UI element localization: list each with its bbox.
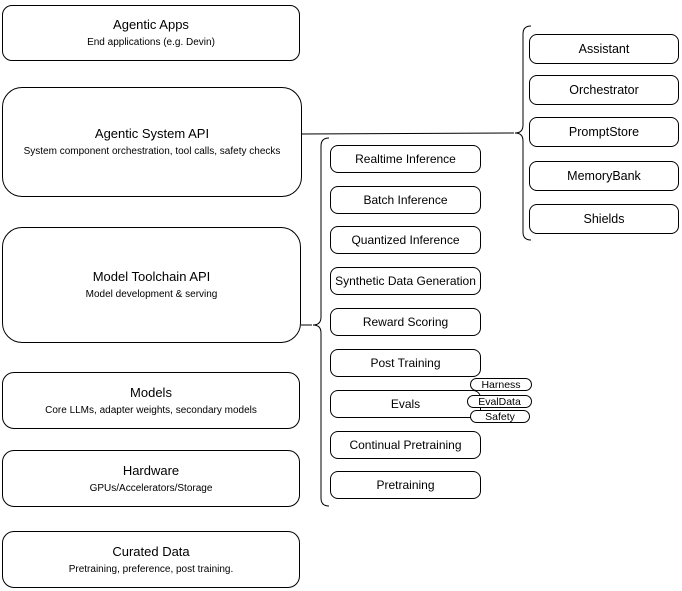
node-post-training: Post Training bbox=[330, 349, 481, 377]
node-hardware: Hardware GPUs/Accelerators/Storage bbox=[2, 450, 300, 507]
node-shields: Shields bbox=[529, 204, 679, 234]
node-memorybank: MemoryBank bbox=[529, 161, 679, 191]
tag-evaldata: EvalData bbox=[467, 395, 532, 408]
node-assistant: Assistant bbox=[529, 34, 679, 64]
node-title: Hardware bbox=[122, 462, 180, 478]
node-evals: Evals bbox=[330, 390, 481, 418]
node-batch-inference: Batch Inference bbox=[330, 186, 481, 214]
node-subtitle: Pretraining, preference, post training. bbox=[68, 563, 234, 575]
node-realtime-inference: Realtime Inference bbox=[330, 145, 481, 173]
node-model-toolchain-api: Model Toolchain API Model development & … bbox=[2, 227, 301, 343]
node-subtitle: Core LLMs, adapter weights, secondary mo… bbox=[45, 404, 257, 416]
node-agentic-system-api: Agentic System API System component orch… bbox=[2, 87, 302, 197]
node-subtitle: GPUs/Accelerators/Storage bbox=[89, 482, 213, 494]
node-curated-data: Curated Data Pretraining, preference, po… bbox=[2, 531, 300, 588]
node-title: Model Toolchain API bbox=[92, 269, 211, 284]
node-subtitle: Model development & serving bbox=[85, 289, 218, 300]
node-reward-scoring: Reward Scoring bbox=[330, 308, 481, 336]
node-title: Curated Data bbox=[112, 543, 190, 559]
toolchain-group-brace bbox=[312, 137, 330, 507]
node-models: Models Core LLMs, adapter weights, secon… bbox=[2, 372, 300, 429]
node-quantized-inference: Quantized Inference bbox=[330, 226, 481, 254]
node-promptstore: PromptStore bbox=[529, 117, 679, 147]
node-subtitle: System component orchestration, tool cal… bbox=[23, 146, 281, 157]
node-pretraining: Pretraining bbox=[330, 471, 481, 499]
tag-harness: Harness bbox=[470, 378, 532, 391]
node-title: Agentic System API bbox=[94, 126, 210, 141]
node-title: Models bbox=[130, 384, 172, 400]
node-subtitle: End applications (e.g. Devin) bbox=[87, 37, 215, 48]
node-synthetic-data-generation: Synthetic Data Generation bbox=[330, 267, 481, 295]
node-agentic-apps: Agentic Apps End applications (e.g. Devi… bbox=[2, 5, 300, 61]
tag-safety: Safety bbox=[470, 410, 530, 423]
node-title: Agentic Apps bbox=[113, 17, 189, 32]
node-continual-pretraining: Continual Pretraining bbox=[330, 431, 481, 459]
connector-system-api-to-group bbox=[301, 132, 515, 135]
node-orchestrator: Orchestrator bbox=[529, 75, 679, 105]
